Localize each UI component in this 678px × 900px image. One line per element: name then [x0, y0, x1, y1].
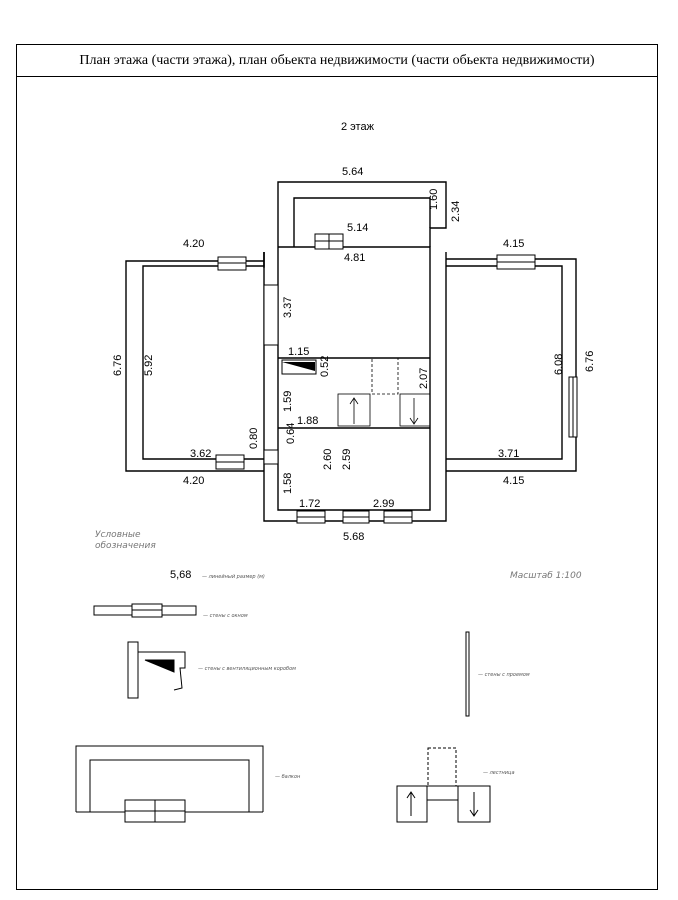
- legend-stairs: [427, 747, 457, 787]
- legend-dim-sample: 5,68: [170, 569, 191, 581]
- dim-right-bottom-inner: 3.71: [498, 448, 519, 460]
- legend-title-line1: Условные: [95, 530, 141, 540]
- legend-scale: Масштаб 1:100: [510, 571, 582, 581]
- legend-vent-wall: [127, 641, 139, 699]
- dim-lower-height-b: 2.60: [322, 449, 334, 470]
- dim-right-height-inner: 6.08: [553, 354, 565, 375]
- dim-stair-length: 2.07: [418, 368, 430, 389]
- dim-lower-width-b: 2.99: [373, 498, 394, 510]
- door-opening-lower: [263, 449, 279, 465]
- right-room-outline: [446, 265, 563, 460]
- dim-balcony-inner-width: 5.14: [347, 222, 368, 234]
- dim-stair-offset: 0.52: [319, 356, 331, 377]
- legend-door-desc: — стены с проемом: [478, 672, 530, 678]
- dim-right-bottom-outer: 4.15: [503, 475, 524, 487]
- dim-balcony-side: 2.34: [450, 201, 462, 222]
- dim-lower-width-a: 1.72: [299, 498, 320, 510]
- legend-balcony-inner: [89, 759, 250, 812]
- dim-balcony-outer-width: 5.64: [342, 166, 363, 178]
- balcony-outline: [277, 181, 447, 247]
- legend-door-wall: [465, 631, 470, 717]
- plan-title: План этажа (части этажа), план обьекта н…: [16, 44, 658, 77]
- dim-right-height-outer: 6.76: [584, 351, 596, 372]
- dim-stair-width: 1.15: [288, 346, 309, 358]
- dim-center-top-width: 4.81: [344, 252, 365, 264]
- dim-balcony-depth: 1.60: [428, 189, 440, 210]
- legend-balcony-desc: — балкон: [275, 774, 301, 780]
- left-room-outline: [142, 252, 265, 460]
- floor-label: 2 этаж: [341, 121, 375, 133]
- dim-left-bottom-inner: 3.62: [190, 448, 211, 460]
- dim-left-bottom-outer: 4.20: [183, 475, 204, 487]
- vent-duct-symbol: [282, 362, 315, 371]
- vent-duct-box: [281, 359, 317, 375]
- dim-lower-height-a: 1.58: [282, 473, 294, 494]
- dim-left-height-outer: 6.76: [112, 355, 124, 376]
- balcony-inner-outline: [293, 197, 431, 247]
- center-block-outline: [277, 246, 431, 511]
- dim-center-bottom-width: 5.68: [343, 531, 364, 543]
- stairs-symbol: [337, 357, 431, 427]
- legend-window-desc: — стены с окном: [203, 613, 248, 619]
- dim-hall-width: 1.88: [297, 415, 318, 427]
- legend-title-line2: обозначения: [95, 541, 156, 551]
- legend-dim-desc: — линейный размер (м): [202, 574, 265, 580]
- legend-vent-desc: — стены с вентиляционным коробом: [198, 666, 296, 672]
- door-opening-left: [263, 284, 279, 346]
- legend-stairs-desc: — лестница: [483, 770, 515, 776]
- dim-left-height-inner: 5.92: [143, 355, 155, 376]
- dim-center-upper-height: 3.37: [282, 297, 294, 318]
- dim-lower-height-c: 2.59: [341, 449, 353, 470]
- legend-balcony-outer: [75, 745, 264, 812]
- dim-hall-height-a: 1.59: [282, 391, 294, 412]
- left-room-outer-wall: [125, 260, 264, 472]
- dim-right-top-width: 4.15: [503, 238, 524, 250]
- dim-left-top-width: 4.20: [183, 238, 204, 250]
- dim-hall-gap: 0.64: [285, 423, 297, 444]
- dim-left-wall-gap: 0.80: [248, 428, 260, 449]
